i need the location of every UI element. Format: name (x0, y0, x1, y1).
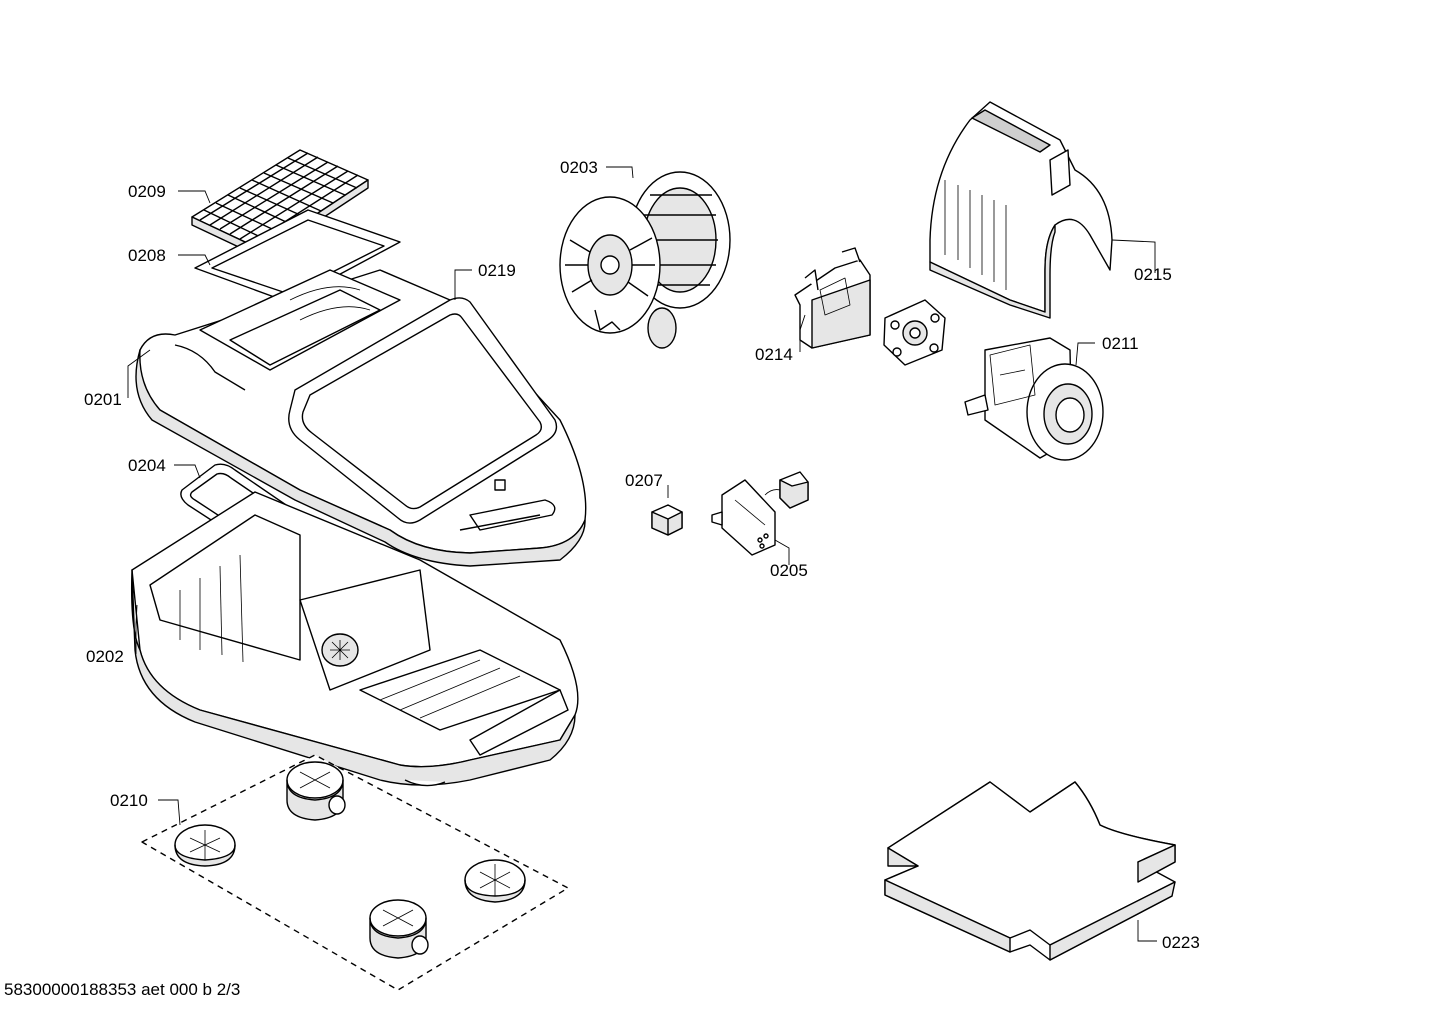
label-0207: 0207 (625, 471, 663, 490)
part-0223-foam-pad (884, 781, 1176, 961)
part-0207-small-block (651, 504, 683, 536)
part-0219-gasket-frame (288, 297, 558, 524)
label-0214: 0214 (755, 345, 793, 364)
label-0215: 0215 (1134, 265, 1172, 284)
part-0203-cable-reel (559, 171, 731, 349)
label-0211: 0211 (1102, 334, 1139, 353)
label-0209: 0209 (128, 182, 166, 201)
label-0203: 0203 (560, 158, 598, 177)
label-0205: 0205 (770, 561, 808, 580)
part-0210-caster-wheels (141, 754, 569, 991)
part-motor-mount (883, 299, 946, 366)
part-0214-holder-bracket (794, 247, 871, 349)
label-0204: 0204 (128, 456, 166, 475)
part-0211-motor (964, 337, 1104, 461)
label-0223: 0223 (1162, 933, 1200, 952)
label-0219: 0219 (478, 261, 516, 280)
part-labels: 0209 0208 0201 0204 0202 0210 0203 0219 … (84, 158, 1200, 952)
leader-lines (127, 166, 1157, 942)
label-0210: 0210 (110, 791, 148, 810)
part-0215-motor-cover (929, 101, 1113, 319)
label-0208: 0208 (128, 246, 166, 265)
part-0208-seal-frame (194, 209, 401, 303)
part-0202-lower-housing (130, 491, 579, 787)
label-0202: 0202 (86, 647, 124, 666)
document-id: 58300000188353 aet 000 b 2/3 (4, 980, 241, 999)
label-0201: 0201 (84, 390, 122, 409)
part-0205-electronic-board (711, 471, 809, 556)
